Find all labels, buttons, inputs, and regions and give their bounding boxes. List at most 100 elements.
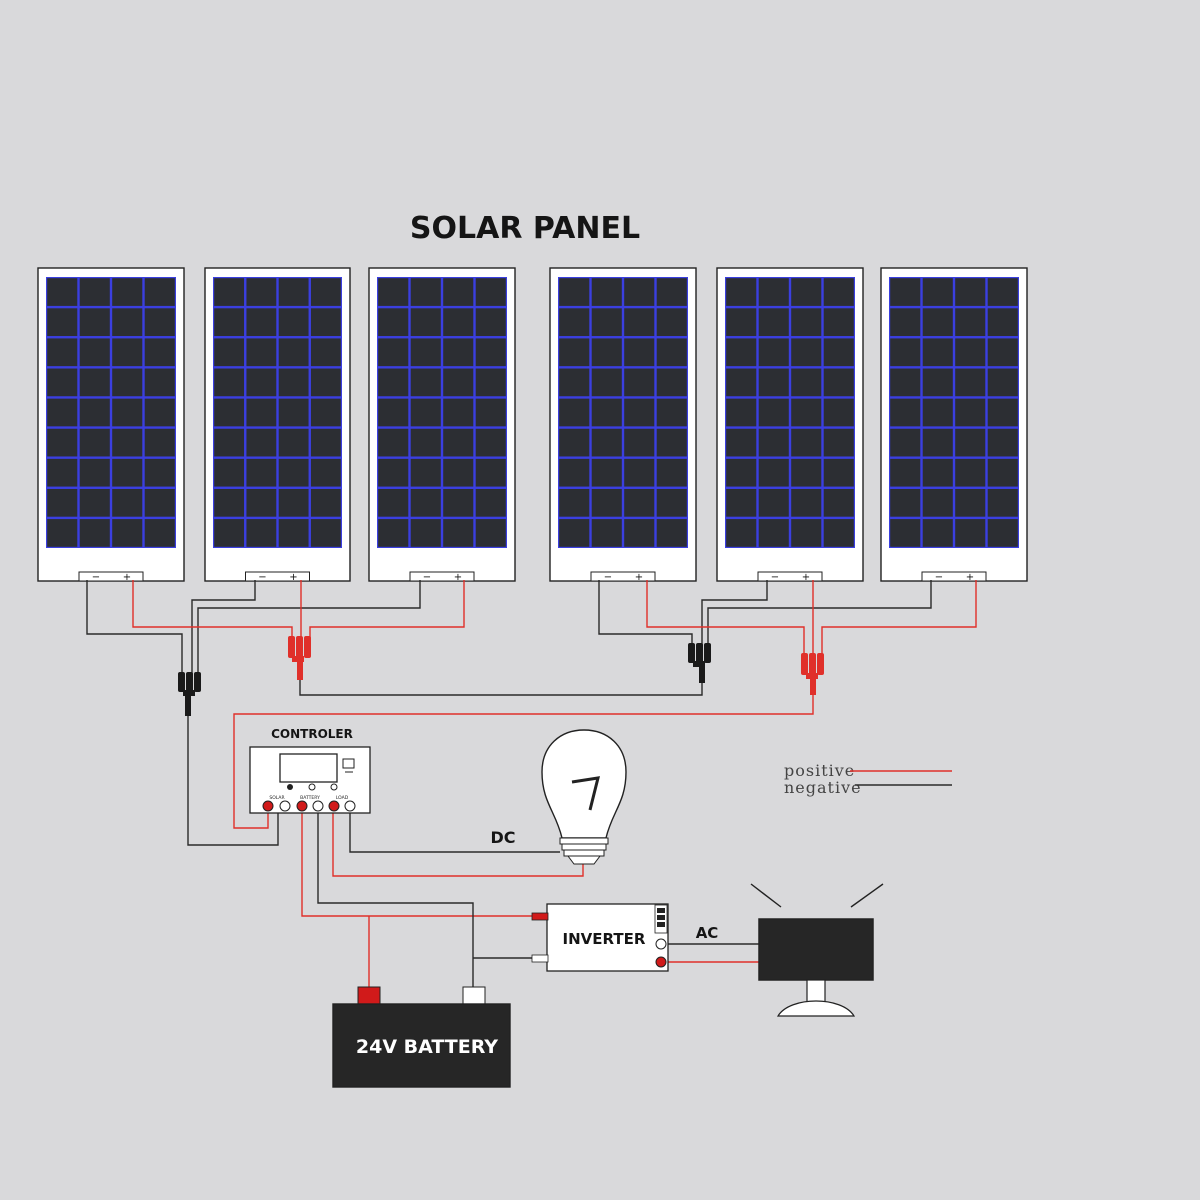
battery: 24V BATTERY — [332, 986, 511, 1088]
panel-cell — [246, 368, 277, 397]
battery-body — [332, 1003, 511, 1088]
panel-cell — [559, 338, 590, 367]
panel-cell — [656, 368, 687, 397]
panel-cell — [475, 519, 506, 547]
panel-cell — [656, 338, 687, 367]
panel-cell — [591, 398, 622, 427]
panel-cell — [922, 519, 953, 547]
junction-box — [757, 571, 823, 582]
panel-cell — [79, 428, 110, 457]
panel-cell — [823, 368, 854, 397]
controller-button[interactable] — [330, 783, 338, 791]
panel-cell — [758, 488, 789, 517]
panel-cell — [144, 428, 175, 457]
panel-cell — [475, 398, 506, 427]
panel-cell — [591, 368, 622, 397]
branch-connector-positive-1 — [288, 636, 311, 680]
terminal-positive-symbol: + — [966, 572, 974, 583]
panel-cell — [922, 458, 953, 487]
controller-terminal-solar-positive — [262, 800, 274, 812]
controller-terminal-battery-positive — [296, 800, 308, 812]
panel-cell — [47, 308, 78, 337]
terminal-negative-symbol: − — [604, 572, 612, 583]
panel-cell — [758, 428, 789, 457]
panel-cell — [890, 458, 921, 487]
junction-box — [245, 571, 310, 582]
panel-cell — [656, 458, 687, 487]
panel-cell — [144, 458, 175, 487]
controller-port-label-load: LOAD — [336, 795, 349, 801]
panel-cell — [656, 278, 687, 306]
panel-cell — [726, 338, 757, 367]
diagram-title: SOLAR PANEL — [410, 211, 640, 246]
panel-cell — [559, 519, 590, 547]
negative-wire — [349, 812, 560, 853]
controller-button[interactable] — [287, 784, 293, 790]
panel-cell — [656, 519, 687, 547]
panel-cell — [79, 368, 110, 397]
terminal-positive-symbol: + — [802, 572, 810, 583]
panel-cell — [890, 368, 921, 397]
panel-cell — [443, 519, 474, 547]
panel-cell — [144, 278, 175, 306]
panel-cell — [475, 338, 506, 367]
panel-cell — [559, 308, 590, 337]
monitor-icon — [750, 883, 884, 1017]
panel-cell — [112, 368, 143, 397]
panel-cell — [624, 428, 655, 457]
panel-cell — [591, 428, 622, 457]
panel-cell — [278, 519, 309, 547]
negative-wire — [299, 665, 703, 696]
panel-cell — [559, 398, 590, 427]
positive-wire — [233, 680, 814, 829]
panel-cell — [214, 398, 245, 427]
controller-button[interactable] — [308, 783, 316, 791]
panel-cell — [955, 278, 986, 306]
panel-cell — [955, 308, 986, 337]
panel-cell — [246, 428, 277, 457]
panel-cell — [726, 278, 757, 306]
panel-cell — [726, 398, 757, 427]
controller-terminal-battery-negative — [312, 800, 324, 812]
panel-cell — [791, 519, 822, 547]
panel-cell — [278, 368, 309, 397]
panel-cell — [410, 398, 441, 427]
panel-cell — [987, 398, 1018, 427]
panel-cell — [214, 338, 245, 367]
panel-cell — [559, 428, 590, 457]
panel-cell — [726, 308, 757, 337]
panel-cell — [591, 519, 622, 547]
negative-wire — [197, 580, 421, 675]
panel-cell — [112, 428, 143, 457]
panel-cell — [591, 338, 622, 367]
panel-cell — [955, 398, 986, 427]
panel-cell — [112, 308, 143, 337]
panel-cell — [246, 488, 277, 517]
controller-terminal-solar-negative — [279, 800, 291, 812]
panel-cell — [47, 488, 78, 517]
panel-cell — [410, 458, 441, 487]
controller-port-label-battery: BATTERY — [300, 795, 320, 801]
panel-cell — [47, 368, 78, 397]
terminal-negative-symbol: − — [935, 572, 943, 583]
inverter: INVERTER — [531, 903, 669, 972]
panel-cell — [890, 278, 921, 306]
terminal-positive-symbol: + — [123, 572, 131, 583]
panel-cell — [246, 519, 277, 547]
terminal-negative-symbol: − — [423, 572, 431, 583]
panel-cell — [726, 458, 757, 487]
panel-cell — [410, 519, 441, 547]
junction-box — [590, 571, 656, 582]
panel-cell — [475, 428, 506, 457]
panel-cell — [214, 488, 245, 517]
panel-cell — [955, 428, 986, 457]
terminal-negative-symbol: − — [771, 572, 779, 583]
panel-cell — [987, 308, 1018, 337]
panel-cell — [310, 278, 341, 306]
battery-terminal-negative — [462, 986, 486, 1005]
panel-cell — [987, 338, 1018, 367]
panel-cell — [112, 338, 143, 367]
panel-cell — [475, 278, 506, 306]
panel-cell — [624, 519, 655, 547]
